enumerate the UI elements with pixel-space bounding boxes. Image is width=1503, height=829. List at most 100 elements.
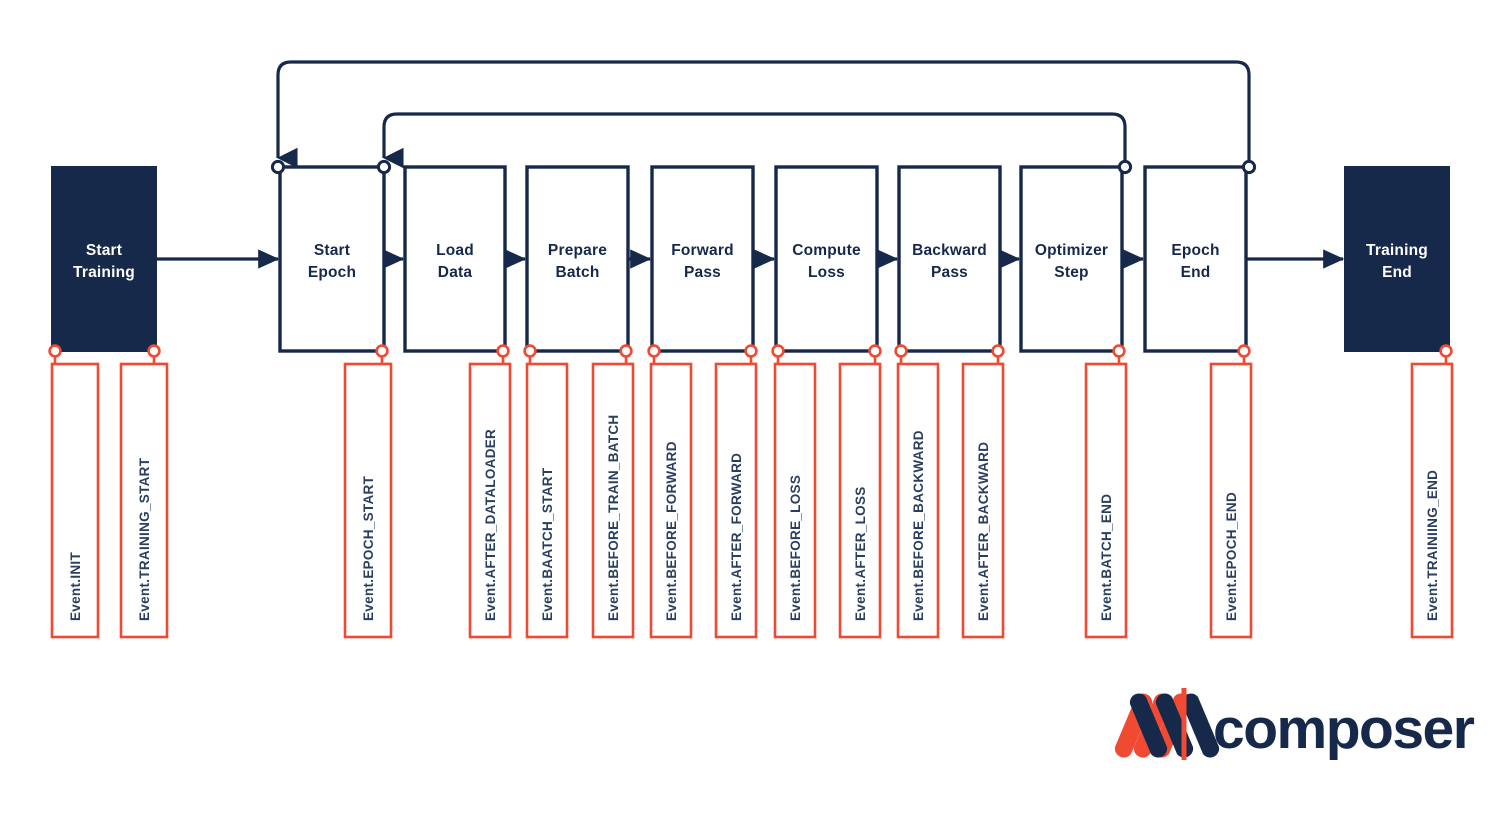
event-label: Event.AFTER_BACKWARD	[976, 442, 991, 621]
stage-label-line1: Prepare	[548, 242, 607, 259]
event-connector-node	[147, 344, 161, 358]
event-after-backward[interactable]: Event.AFTER_BACKWARD	[961, 351, 1005, 639]
stage-box	[403, 165, 507, 353]
event-connector-node	[647, 344, 661, 358]
event-box	[591, 362, 635, 639]
event-connector-node	[1439, 344, 1453, 358]
stage-label-line2: Step	[1054, 264, 1088, 281]
stage-box	[897, 165, 1002, 353]
event-before-backward[interactable]: Event.BEFORE_BACKWARD	[896, 351, 940, 639]
event-after-dataloader[interactable]: Event.AFTER_DATALOADER	[468, 351, 512, 639]
event-box	[1084, 362, 1128, 639]
event-connector-node	[894, 344, 908, 358]
event-connector-node	[868, 344, 882, 358]
loop-origin-node-batch	[1117, 159, 1133, 175]
event-box	[1209, 362, 1253, 639]
stage-box	[650, 165, 755, 353]
event-connector-node	[496, 344, 510, 358]
composer-logo-mark	[1114, 693, 1220, 758]
event-after-loss[interactable]: Event.AFTER_LOSS	[838, 351, 882, 639]
terminal-label-line2: Training	[73, 264, 135, 281]
stage-label-line1: Backward	[912, 242, 987, 259]
event-label: Event.BATCH_END	[1099, 494, 1114, 621]
terminal-box	[1344, 166, 1450, 352]
pipeline-stages: StartEpochLoadDataPrepareBatchForwardPas…	[278, 165, 1248, 353]
event-before-train-batch[interactable]: Event.BEFORE_TRAIN_BATCH	[591, 351, 635, 639]
event-epoch-end[interactable]: Event.EPOCH_END	[1209, 351, 1253, 639]
stage-label-line1: Optimizer	[1035, 242, 1108, 259]
event-label: Event.TRAINING_START	[137, 457, 152, 621]
event-label: Event.EPOCH_END	[1224, 492, 1239, 621]
stage-box	[278, 165, 386, 353]
event-label: Event.INIT	[68, 552, 83, 621]
event-connector-node	[1237, 344, 1251, 358]
stage-box	[774, 165, 879, 353]
event-connector-node	[1112, 344, 1126, 358]
event-box	[838, 362, 882, 639]
event-label: Event.TRAINIING_END	[1425, 470, 1440, 621]
loopback-connectors	[276, 60, 1251, 169]
loop-target-node-start-epoch	[270, 159, 286, 175]
connector-nodes	[48, 159, 1453, 358]
stage-box	[525, 165, 630, 353]
event-connector-node	[48, 344, 62, 358]
stage-label-line2: Pass	[931, 264, 968, 281]
stage-label-line1: Start	[314, 242, 350, 259]
event-training-start[interactable]: Event.TRAINING_START	[119, 351, 169, 639]
event-label: Event.BEFORE_LOSS	[788, 475, 803, 621]
event-box	[649, 362, 693, 639]
event-after-forward[interactable]: Event.AFTER_FORWARD	[714, 351, 758, 639]
terminal-label-line1: Training	[1366, 242, 1428, 259]
event-box	[773, 362, 817, 639]
terminal-label-line1: Start	[86, 242, 122, 259]
event-label: Event.AFTER_DATALOADER	[483, 429, 498, 621]
event-batch-start[interactable]: Event.BAATCH_START	[525, 351, 569, 639]
event-label: Event.EPOCH_START	[361, 475, 376, 621]
event-box	[50, 362, 100, 639]
event-box	[343, 362, 393, 639]
stage-label-line2: End	[1181, 264, 1211, 281]
event-connector-node	[619, 344, 633, 358]
stage-label-line2: Epoch	[308, 264, 356, 281]
event-label: Event.AFTER_LOSS	[853, 486, 868, 621]
event-box	[714, 362, 758, 639]
event-before-forward[interactable]: Event.BEFORE_FORWARD	[649, 351, 693, 639]
event-box	[468, 362, 512, 639]
event-box	[961, 362, 1005, 639]
stage-label-line1: Compute	[792, 242, 861, 259]
event-init[interactable]: Event.INIT	[50, 351, 100, 639]
event-connector-node	[744, 344, 758, 358]
loop-origin-node-epoch	[1241, 159, 1257, 175]
loop-batch-loop	[382, 112, 1127, 169]
event-label: Event.BEFORE_BACKWARD	[911, 430, 926, 621]
event-connector-node	[375, 344, 389, 358]
stage-label-line1: Forward	[671, 242, 734, 259]
stage-label-line1: Load	[436, 242, 474, 259]
event-training-end[interactable]: Event.TRAINIING_END	[1410, 351, 1454, 639]
event-label: Event.BEFORE_FORWARD	[664, 441, 679, 621]
stage-box	[1143, 165, 1248, 353]
event-connector-node	[991, 344, 1005, 358]
event-batch-end[interactable]: Event.BATCH_END	[1084, 351, 1128, 639]
event-box	[1410, 362, 1454, 639]
event-box	[896, 362, 940, 639]
stage-label-line2: Pass	[684, 264, 721, 281]
event-before-loss[interactable]: Event.BEFORE_LOSS	[773, 351, 817, 639]
stage-label-line2: Loss	[808, 264, 845, 281]
event-epoch-start[interactable]: Event.EPOCH_START	[343, 351, 393, 639]
event-label: Event.BEFORE_TRAIN_BATCH	[606, 415, 621, 621]
loop-target-node-load-data	[376, 159, 392, 175]
terminal-label-line2: End	[1382, 264, 1412, 281]
terminal-box	[51, 166, 157, 352]
